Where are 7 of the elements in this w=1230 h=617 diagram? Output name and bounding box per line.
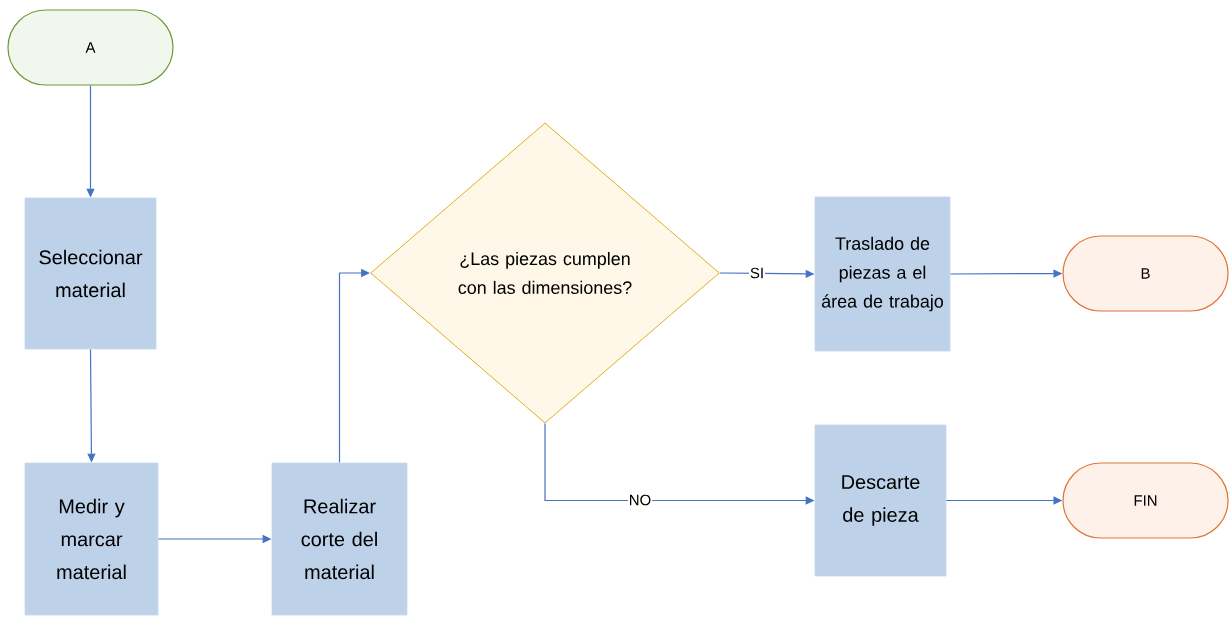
process-box: Seleccionar material (24, 197, 157, 350)
process-box: Realizar corte del material (271, 462, 408, 616)
process-box: Medir y marcar material (24, 462, 159, 616)
process-box: Traslado de piezas a el área de trabajo (814, 196, 951, 352)
process-box: Descarte de pieza (814, 424, 947, 577)
edge-label: SI (748, 266, 766, 280)
edge-label: NO (627, 493, 653, 507)
